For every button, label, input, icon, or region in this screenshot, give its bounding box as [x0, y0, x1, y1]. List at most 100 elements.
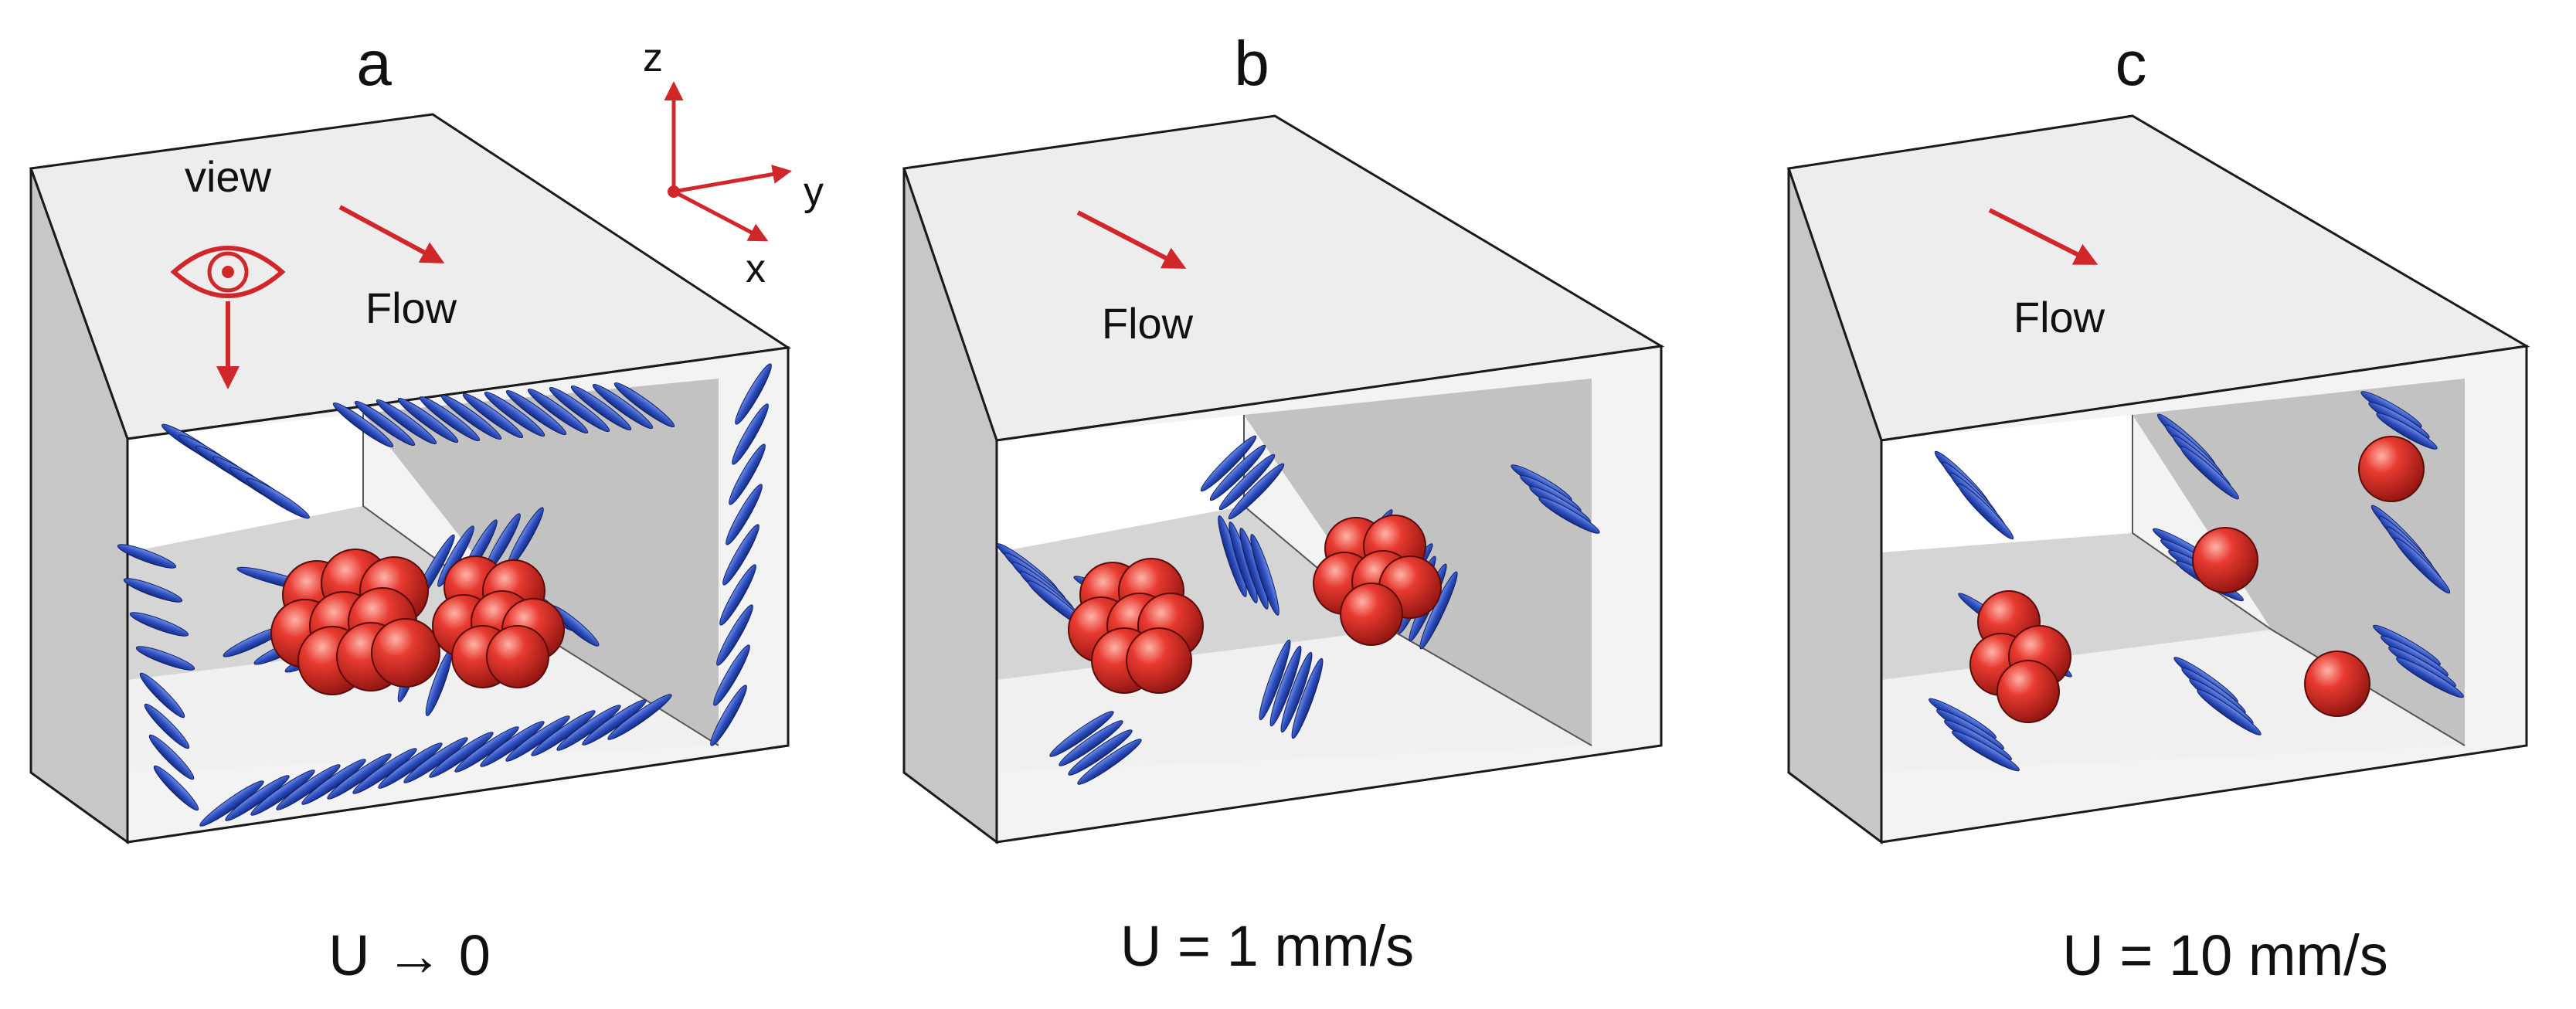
rod	[1218, 454, 1276, 511]
rod	[2394, 537, 2451, 594]
rod	[135, 646, 195, 671]
box-outline	[1880, 345, 2528, 844]
box-left-wall	[1881, 415, 2133, 552]
rod	[440, 395, 502, 440]
rod	[397, 398, 459, 443]
rod	[1269, 645, 1302, 727]
rod	[225, 775, 290, 821]
rod	[726, 484, 763, 545]
rod	[199, 780, 264, 827]
rod	[722, 524, 760, 586]
rod	[462, 393, 524, 438]
rod	[139, 672, 185, 719]
rod	[332, 403, 394, 447]
rod	[1957, 483, 2014, 540]
rod	[1952, 730, 2020, 772]
rod	[2376, 413, 2438, 450]
rod	[1280, 651, 1313, 733]
rod	[354, 401, 416, 446]
flow-label: Flow	[2014, 293, 2105, 341]
rod	[527, 389, 589, 433]
rod	[570, 386, 632, 430]
rod	[148, 734, 195, 780]
rod	[729, 443, 766, 505]
rod	[2180, 446, 2239, 500]
rod	[403, 737, 468, 783]
rod	[2197, 689, 2262, 736]
flow-arrow	[338, 205, 445, 263]
sphere	[1997, 660, 2060, 723]
rod	[1228, 463, 1285, 520]
sphere	[1340, 583, 1403, 646]
rod	[129, 612, 189, 637]
flow-label: Flow	[1102, 299, 1194, 348]
panel-b: b Flow U = 1 mm/s	[902, 29, 1665, 978]
rod	[710, 685, 747, 746]
rod	[246, 477, 310, 519]
rod	[719, 564, 756, 626]
rod	[505, 390, 567, 435]
sphere	[371, 618, 440, 688]
rod	[123, 578, 183, 603]
panel-a: a view Flow z y x	[29, 29, 824, 987]
axes-icon	[664, 81, 792, 242]
rod	[1049, 711, 1114, 757]
box-outline	[995, 345, 1663, 844]
box-left-wall	[997, 415, 1244, 552]
axis-x-label: x	[746, 246, 766, 291]
rod	[549, 387, 610, 432]
axis-z-label: z	[643, 36, 663, 80]
rod	[1200, 435, 1257, 492]
spheres-c	[1969, 436, 2425, 723]
rod	[1059, 720, 1123, 766]
rod	[376, 399, 437, 444]
rod	[327, 753, 392, 800]
rod	[505, 715, 570, 762]
caption-a: U → 0	[328, 923, 491, 987]
rod	[1068, 729, 1133, 776]
rods-c	[1929, 391, 2464, 772]
view-label: view	[185, 152, 272, 201]
rod	[429, 732, 494, 778]
sphere	[2192, 527, 2258, 593]
rod	[419, 396, 481, 441]
box-outline	[126, 346, 790, 844]
rod	[582, 699, 647, 746]
box-back-wall	[363, 379, 719, 746]
rod	[1250, 534, 1280, 616]
rod	[1538, 497, 1600, 534]
rod	[153, 765, 199, 811]
rod	[531, 710, 596, 756]
rod	[556, 705, 621, 751]
rod	[437, 525, 474, 587]
rod	[250, 769, 315, 816]
rod	[613, 382, 675, 427]
panel-letter-c: c	[2116, 29, 2147, 99]
sphere	[2358, 436, 2425, 502]
rod	[716, 604, 753, 666]
rod	[592, 384, 654, 429]
panel-letter-b: b	[1234, 29, 1269, 99]
sphere	[1126, 627, 1192, 694]
rod	[276, 764, 341, 810]
rod	[1291, 657, 1324, 739]
flow-arrow	[1988, 208, 2099, 265]
sphere	[486, 625, 549, 688]
rod	[144, 703, 190, 749]
rod	[117, 544, 177, 569]
rod	[732, 403, 769, 465]
rod	[484, 392, 545, 437]
flow-arrow	[1076, 210, 1187, 269]
eye-icon	[170, 246, 286, 298]
spheres-a	[270, 549, 565, 695]
rod	[735, 363, 772, 425]
rod	[301, 759, 366, 805]
panel-c: c Flow U = 10 mm/s	[1787, 29, 2530, 987]
rod	[378, 742, 443, 789]
rod	[454, 726, 519, 773]
panel-letter-a: a	[356, 29, 392, 99]
rod	[352, 748, 417, 794]
caption-c: U = 10 mm/s	[2062, 923, 2388, 987]
rod	[607, 694, 672, 740]
